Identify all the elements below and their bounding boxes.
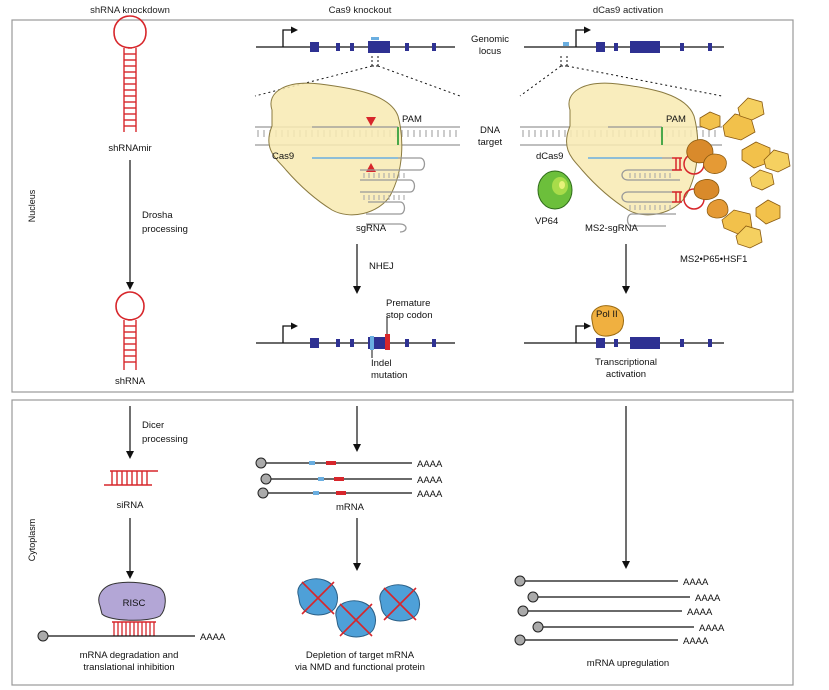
sirna-duplex xyxy=(104,470,158,486)
ms2-p65-hsf1-label: MS2•P65•HSF1 xyxy=(680,254,747,265)
cas9-sgrna-scaffold xyxy=(360,157,426,233)
activation-label-1: Transcriptional xyxy=(595,357,657,368)
dna-target-label-2: target xyxy=(478,137,503,148)
premature-label-1: Premature xyxy=(386,298,430,309)
header-cas9: Cas9 knockout xyxy=(329,5,392,16)
dcas9-label: dCas9 xyxy=(536,151,563,162)
genomic-locus-label-1: Genomic xyxy=(471,34,509,45)
ms2-sgrna-label: MS2-sgRNA xyxy=(585,223,638,234)
risc-mrna xyxy=(37,621,195,642)
shrna-outcome-1: mRNA degradation and xyxy=(80,650,179,661)
ms2-sgrna-scaffold xyxy=(621,157,680,227)
cas9-mrna-tail-2: AAAA xyxy=(417,475,443,486)
sgrna-label: sgRNA xyxy=(356,223,387,234)
header-shrna: shRNA knockdown xyxy=(90,5,170,16)
cas9-genomic-locus xyxy=(254,26,461,97)
cas9-protein xyxy=(268,82,403,216)
vp64-domain xyxy=(537,170,573,210)
premature-label-2: stop codon xyxy=(386,310,432,321)
dcas9-protein xyxy=(566,82,699,216)
dicer-label-1: Dicer xyxy=(142,420,164,431)
dcas9-pam-label: PAM xyxy=(666,114,686,125)
nucleus-label: Nucleus xyxy=(27,189,37,222)
dicer-label-2: processing xyxy=(142,434,188,445)
cas9-outcome-2: via NMD and functional protein xyxy=(295,662,425,673)
dcas9-outcome: mRNA upregulation xyxy=(587,658,669,669)
cas9-pam-label: PAM xyxy=(402,114,422,125)
shrnamir-label: shRNAmir xyxy=(108,143,151,154)
pol2-label: Pol II xyxy=(596,309,618,320)
drosha-label-1: Drosha xyxy=(142,210,173,221)
cas9-label: Cas9 xyxy=(272,151,294,162)
risc-mrna-tail: AAAA xyxy=(200,632,226,643)
dcas9-mrna-tail-5: AAAA xyxy=(683,636,709,647)
activation-label-2: activation xyxy=(606,369,646,380)
indel-label-1: Indel xyxy=(371,358,392,369)
drosha-label-2: processing xyxy=(142,224,188,235)
nucleus-box xyxy=(11,19,794,393)
dcas9-genomic-locus xyxy=(519,26,724,97)
cas9-mrnas xyxy=(255,457,412,499)
ms2-p65-hsf1-complex xyxy=(686,97,791,249)
indel-label-2: mutation xyxy=(371,370,407,381)
cas9-mrna-tail-3: AAAA xyxy=(417,489,443,500)
cas9-cut-top xyxy=(366,117,376,126)
dcas9-mrna-tail-2: AAAA xyxy=(695,593,721,604)
shrna-label: shRNA xyxy=(115,376,146,387)
dcas9-activated-locus xyxy=(524,322,724,349)
nhej-label: NHEJ xyxy=(369,261,394,272)
genomic-locus-label-2: locus xyxy=(479,46,501,57)
dcas9-mrna-tail-3: AAAA xyxy=(687,607,713,618)
shrna-hairpin xyxy=(115,291,145,370)
cas9-mrna-tail-1: AAAA xyxy=(417,459,443,470)
dcas9-mrna-tail-4: AAAA xyxy=(699,623,725,634)
shrna-outcome-2: translational inhibition xyxy=(83,662,174,673)
shrnamir-hairpin xyxy=(113,15,147,132)
cytoplasm-label: Cytoplasm xyxy=(27,519,37,562)
vp64-label: VP64 xyxy=(535,216,558,227)
cytoplasm-box xyxy=(11,399,794,686)
sirna-label: siRNA xyxy=(117,500,145,511)
dna-target-label-1: DNA xyxy=(480,125,501,136)
pol2-enzyme xyxy=(591,305,624,337)
cas9-edited-locus xyxy=(256,316,455,358)
cas9-outcome-1: Depletion of target mRNA xyxy=(306,650,415,661)
dcas9-mrna-tail-1: AAAA xyxy=(683,577,709,588)
header-dcas9: dCas9 activation xyxy=(593,5,663,16)
cas9-mrna-label: mRNA xyxy=(336,502,365,513)
risc-label: RISC xyxy=(123,598,146,609)
depleted-proteins xyxy=(297,578,420,638)
risc-complex xyxy=(98,581,166,621)
upregulated-mrnas xyxy=(514,575,694,646)
